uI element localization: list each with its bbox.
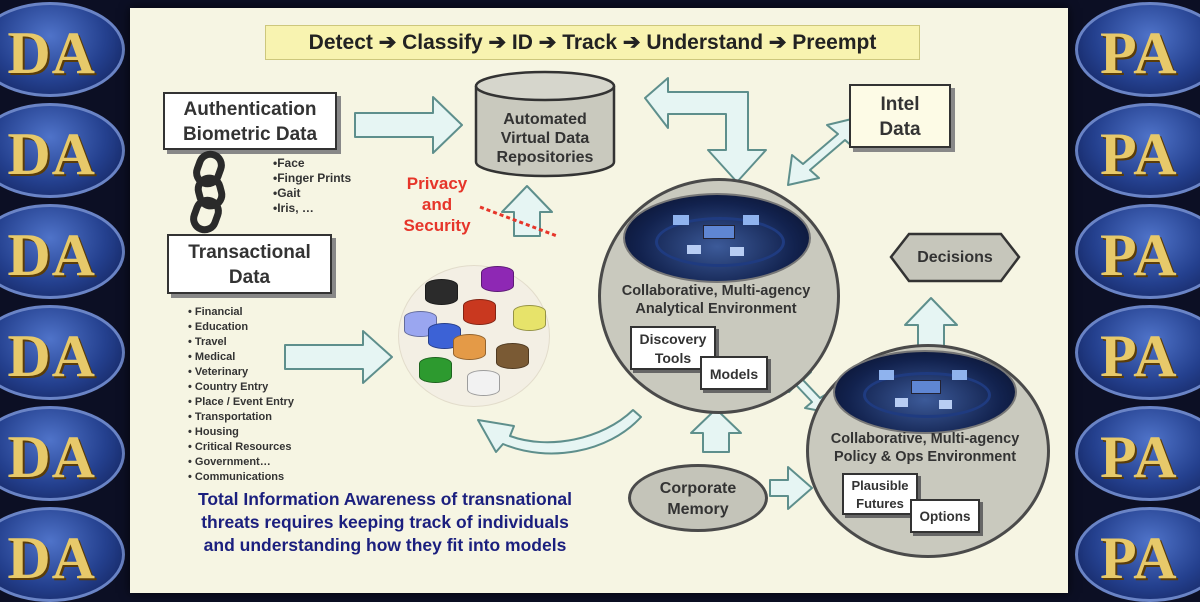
repository-label: Automated Virtual Data Repositories <box>474 110 616 167</box>
privacy-line1: Privacy <box>406 174 468 193</box>
darpa-logo-left: DA <box>0 406 125 501</box>
operations-room-image <box>623 193 811 283</box>
options-box: Options <box>910 499 980 533</box>
discovery-line2: Tools <box>654 350 692 366</box>
policy-environment-label: Collaborative, Multi-agency Policy & Ops… <box>808 430 1042 466</box>
list-item: • Veterinary <box>188 366 249 378</box>
authentication-box: Authentication Biometric Data <box>163 92 337 150</box>
database-icon <box>425 279 458 305</box>
repository-line3: Repositories <box>496 149 594 166</box>
darpa-logo-left: DA <box>0 103 125 198</box>
transactional-box: Transactional Data <box>167 234 332 294</box>
futures-line2: Futures <box>856 496 904 511</box>
darpa-logo-right: PA <box>1075 204 1200 299</box>
database-icon <box>419 357 452 383</box>
list-item: • Government… <box>188 456 271 468</box>
authentication-label: Authentication <box>183 99 317 120</box>
list-item: • Country Entry <box>188 381 269 393</box>
list-item: •Face <box>273 156 305 170</box>
list-item: • Critical Resources <box>188 441 292 453</box>
transactional-label: Transactional <box>188 242 311 263</box>
summary-line2: threats requires keeping track of indivi… <box>201 512 569 532</box>
memory-line2: Memory <box>667 501 729 518</box>
summary-line1: Total Information Awareness of transnati… <box>197 489 573 509</box>
list-item: • Communications <box>188 471 285 483</box>
plausible-futures-box: Plausible Futures <box>842 473 918 515</box>
biometric-data-label: Biometric Data <box>182 124 318 145</box>
summary-text: Total Information Awareness of transnati… <box>130 488 640 557</box>
list-item: • Place / Event Entry <box>188 396 294 408</box>
list-item: • Education <box>188 321 249 333</box>
arrow-memory-policy <box>769 466 813 510</box>
policy-line1: Collaborative, Multi-agency <box>830 431 1020 447</box>
privacy-security-label: Privacy and Security <box>392 173 482 236</box>
darpa-logo-left: DA <box>0 204 125 299</box>
intel-line1: Intel <box>880 94 920 115</box>
darpa-logo-right: PA <box>1075 103 1200 198</box>
arrow-memory-analytical <box>690 408 742 453</box>
list-item: • Transportation <box>188 411 272 423</box>
list-item: •Iris, … <box>273 201 314 215</box>
privacy-line2: and <box>421 195 453 214</box>
futures-line1: Plausible <box>851 478 909 493</box>
analytical-line1: Collaborative, Multi-agency <box>621 283 811 299</box>
list-item: • Medical <box>188 351 236 363</box>
analytical-environment-label: Collaborative, Multi-agency Analytical E… <box>600 282 832 318</box>
list-item: • Housing <box>188 426 239 438</box>
memory-line1: Corporate <box>659 480 737 497</box>
models-box: Models <box>700 356 768 390</box>
list-item: • Travel <box>188 336 227 348</box>
repository-line1: Automated <box>503 111 587 128</box>
database-icon <box>496 343 529 369</box>
repository-cylinder-icon <box>474 70 616 178</box>
corporate-memory-label: Corporate Memory <box>628 478 768 520</box>
corporate-memory-ellipse <box>628 464 768 532</box>
darpa-logo-right: PA <box>1075 507 1200 602</box>
arrow-auth-to-repository <box>354 96 463 154</box>
decisions-label: Decisions <box>917 249 993 266</box>
database-icon <box>453 334 486 360</box>
darpa-logo-right: PA <box>1075 305 1200 400</box>
operations-room-image <box>833 350 1017 434</box>
database-icon <box>463 299 496 325</box>
arrow-analytical-to-db <box>477 409 642 455</box>
transactional-data-label: Data <box>228 267 271 288</box>
biometric-list: •Face •Finger Prints •Gait •Iris, … <box>273 156 351 216</box>
list-item: • Financial <box>188 306 243 318</box>
analytical-line2: Analytical Environment <box>635 301 797 317</box>
process-banner: Detect ➔ Classify ➔ ID ➔ Track ➔ Underst… <box>265 25 920 60</box>
list-item: •Finger Prints <box>273 171 352 185</box>
database-icon <box>481 266 514 292</box>
darpa-logo-left: DA <box>0 2 125 97</box>
transactional-list: • Financial • Education • Travel • Medic… <box>188 305 294 485</box>
darpa-logo-left: DA <box>0 305 125 400</box>
decisions-hexagon <box>889 232 1021 283</box>
discovery-line1: Discovery <box>639 331 707 347</box>
database-icon <box>467 370 500 396</box>
arrow-repository-analytical <box>644 77 767 183</box>
intel-data-box: Intel Data <box>849 84 951 148</box>
darpa-logo-right: PA <box>1075 406 1200 501</box>
darpa-logo-right: PA <box>1075 2 1200 97</box>
arrow-trans-to-db <box>284 330 393 384</box>
arrow-db-to-repository <box>501 185 553 237</box>
chain-link-icon <box>190 150 226 234</box>
summary-line3: and understanding how they fit into mode… <box>203 535 567 555</box>
database-icon <box>513 305 546 331</box>
privacy-line3: Security <box>403 216 471 235</box>
arrow-policy-decisions <box>904 297 958 348</box>
list-item: •Gait <box>273 186 301 200</box>
intel-line2: Data <box>879 119 921 140</box>
repository-line2: Virtual Data <box>500 130 590 147</box>
policy-line2: Policy & Ops Environment <box>833 449 1017 465</box>
